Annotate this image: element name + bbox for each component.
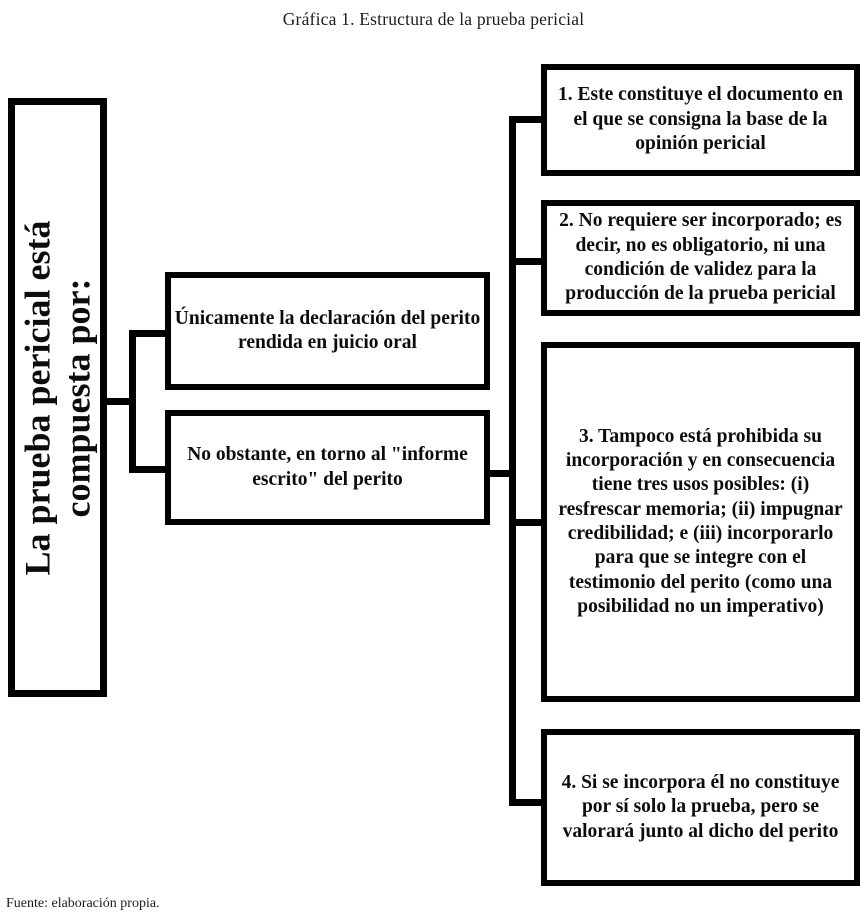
- node-declaracion: Únicamente la declaración del perito ren…: [165, 272, 490, 390]
- connector-trunk2-to-node-1: [512, 116, 543, 123]
- node-2-label: 2. No requiere ser incorporado; es decir…: [559, 210, 842, 305]
- node-1-label: 1. Este constituye el documento en el qu…: [558, 84, 843, 155]
- connector-informe-to-trunk2: [487, 470, 516, 477]
- connector-trunk1-to-node-declaracion: [132, 330, 165, 337]
- node-informe: No obstante, en torno al "informe escrit…: [165, 410, 490, 525]
- source-note: Fuente: elaboración propia.: [6, 896, 160, 911]
- node-4-valoracion: 4. Si se incorpora él no constituye por …: [541, 729, 860, 886]
- diagram-title: Gráfica 1. Estructura de la prueba peric…: [282, 9, 585, 29]
- node-3-label: 3. Tampoco está prohibida su incorporaci…: [558, 425, 843, 618]
- root-node: La prueba pericial está compuesta por:: [8, 98, 107, 697]
- connector-trunk2: [509, 116, 516, 806]
- node-2-no-requiere: 2. No requiere ser incorporado; es decir…: [541, 200, 860, 316]
- connector-root-to-trunk1: [104, 398, 136, 405]
- node-3-no-prohibida: 3. Tampoco está prohibida su incorporaci…: [541, 342, 860, 702]
- node-declaracion-label: Únicamente la declaración del perito ren…: [174, 307, 481, 353]
- root-node-label: La prueba pericial está compuesta por:: [17, 220, 98, 575]
- connector-trunk1: [129, 330, 136, 473]
- connector-trunk2-to-node-4: [512, 799, 543, 806]
- connector-trunk2-to-node-2: [516, 258, 543, 265]
- node-1-documento: 1. Este constituye el documento en el qu…: [541, 64, 860, 176]
- connector-trunk1-to-node-informe: [132, 466, 165, 473]
- node-informe-label: No obstante, en torno al "informe escrit…: [187, 444, 468, 490]
- connector-trunk2-to-node-3: [516, 519, 543, 526]
- node-4-label: 4. Si se incorpora él no constituye por …: [561, 771, 840, 842]
